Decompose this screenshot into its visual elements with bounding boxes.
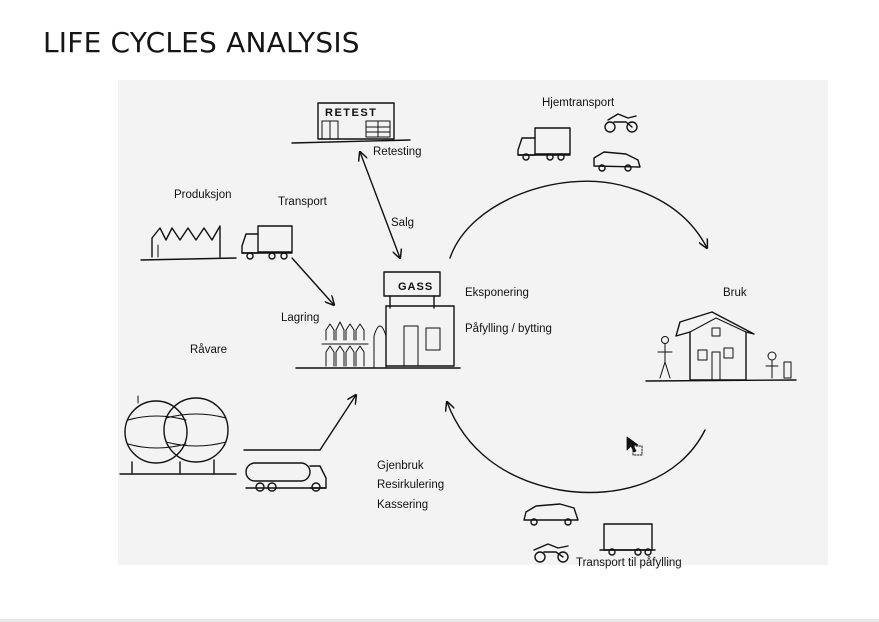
label-retesting: Retesting (373, 146, 422, 158)
factory-icon (140, 225, 237, 261)
return-arrow (447, 402, 706, 494)
page-title: LIFE CYCLES ANALYSIS (43, 26, 360, 59)
label-kassering: Kassering (377, 499, 429, 511)
retest-sign: RETEST (325, 107, 377, 119)
house-icon (645, 311, 797, 382)
label-lagring: Lagring (281, 312, 320, 324)
salg-arrow (360, 152, 400, 258)
bottom-divider (0, 619, 879, 622)
hjemtransport-arrow (449, 180, 707, 259)
label-hjemtransport: Hjemtransport (542, 97, 615, 109)
diagram-background (118, 80, 828, 565)
label-produksjon: Produksjon (174, 189, 232, 201)
home-truck-icon (517, 127, 571, 161)
raw-material-tanks-icon (119, 395, 237, 475)
cursor-icon (626, 436, 643, 456)
label-salg: Salg (391, 217, 415, 229)
label-bruk: Bruk (723, 287, 747, 299)
label-pafylling: Påfylling / bytting (465, 323, 552, 335)
tanker-truck-icon (245, 462, 327, 492)
raw-material-arrow (243, 395, 356, 451)
gas-sign: GASS (398, 281, 433, 293)
refill-truck-icon (599, 523, 656, 556)
transport-truck-icon (241, 225, 293, 260)
label-gjenbruk: Gjenbruk (377, 460, 424, 472)
home-motorbike-icon (604, 113, 638, 133)
refill-car-icon (523, 503, 579, 526)
label-transport: Transport (278, 196, 327, 208)
retest-building-icon: RETEST (291, 102, 411, 144)
label-resirkulering: Resirkulering (377, 479, 445, 491)
label-ravare: Råvare (190, 344, 228, 356)
label-eksponering: Eksponering (465, 287, 529, 299)
transport-arrow (291, 257, 334, 305)
label-transport-pafylling: Transport til påfylling (576, 557, 682, 569)
home-car-icon (593, 151, 641, 172)
gas-station-icon: GASS (295, 271, 461, 369)
refill-motorbike-icon (533, 543, 569, 563)
